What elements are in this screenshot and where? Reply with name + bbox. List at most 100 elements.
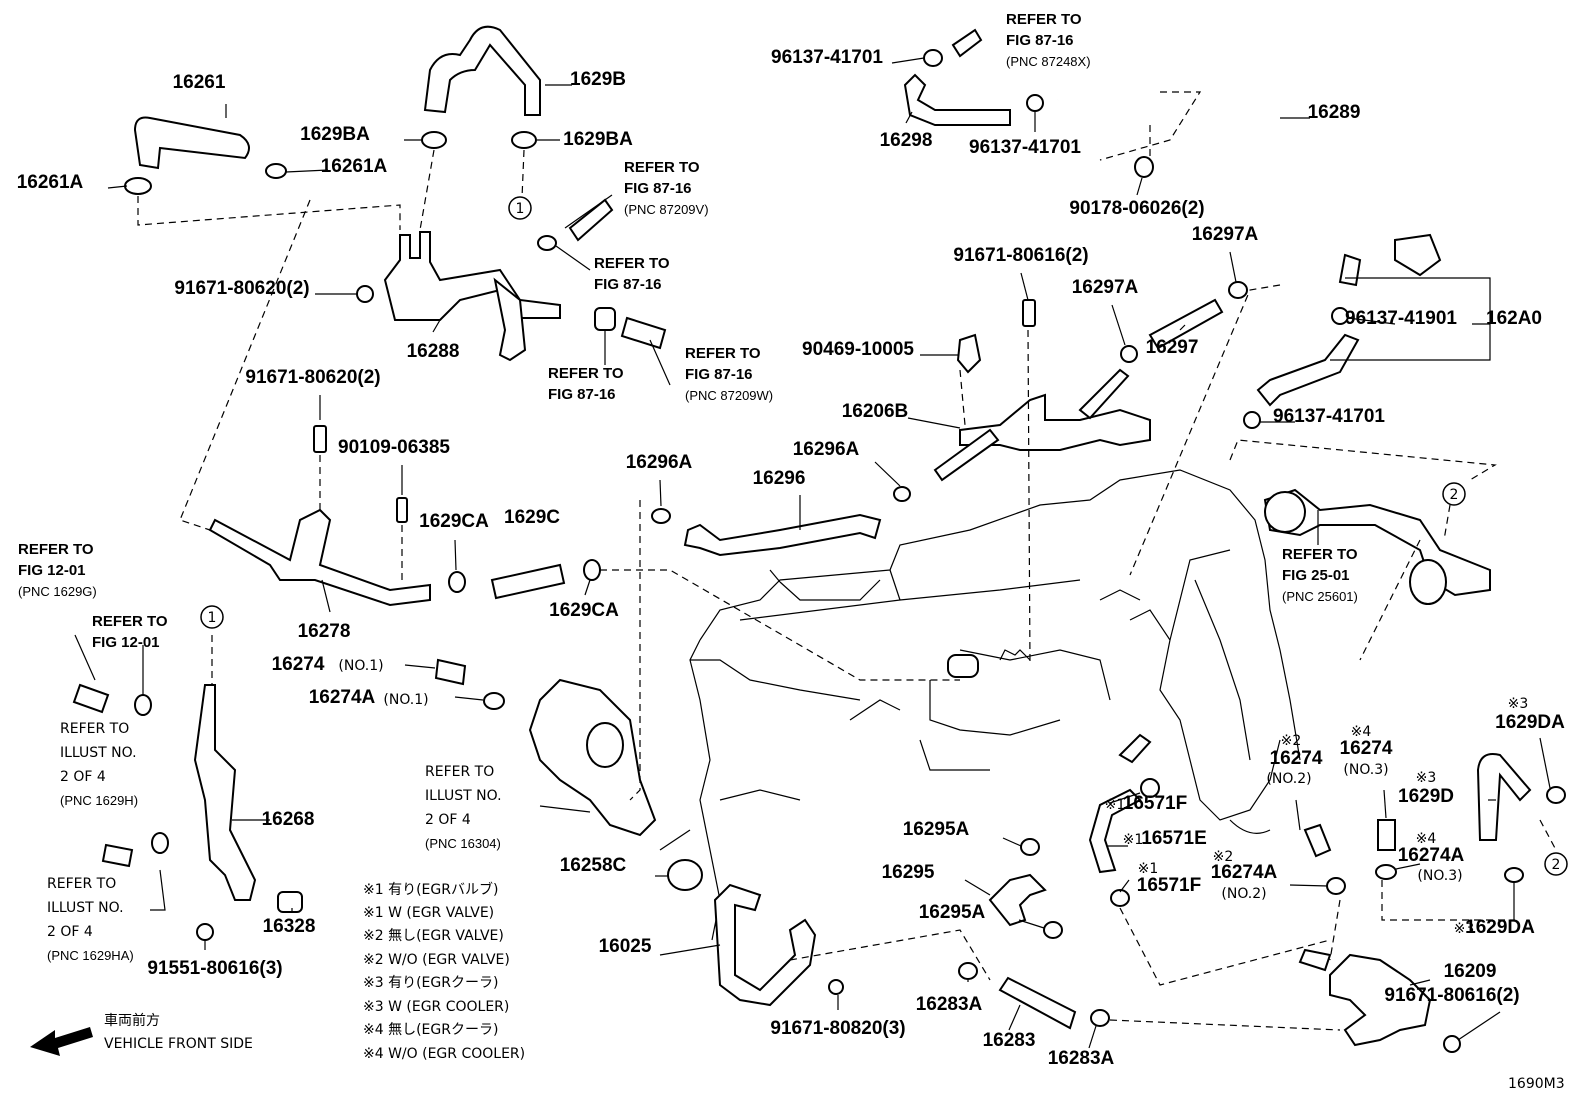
clamp-1629da-top [1546, 786, 1566, 804]
part-label-16025: 16025 [599, 936, 652, 957]
clamp-16571f-bot [1110, 889, 1130, 907]
assembly-16209 [1329, 953, 1432, 1047]
valve-90469-10005 [956, 333, 982, 374]
refer-note-r1-line-2: FIG 87-16 [624, 180, 692, 197]
part-label-16274a: 16274A [1398, 845, 1465, 866]
condition-legend: ※1 有り(EGRバルブ) ※1 W (EGR VALVE) ※2 無し(EGR… [363, 881, 525, 1062]
hose-16274-no3 [1377, 819, 1396, 851]
clamp-16274a-no3 [1375, 864, 1397, 880]
refer-note-r10-line-2: ILLUST NO. [425, 788, 502, 804]
part-label-16289: 16289 [1308, 102, 1361, 123]
clamp-16261a-left [124, 177, 152, 195]
clamp-16283a-right [1090, 1009, 1110, 1027]
part-label-1629da: 1629DA [1495, 712, 1565, 733]
refer-clamp-87-16 [537, 235, 557, 251]
front-side-en: VEHICLE FRONT SIDE [104, 1036, 253, 1052]
bracket-16289 [1394, 233, 1442, 277]
condition-mark-m5: ※2 [1213, 849, 1234, 865]
joint-162a0 [1338, 253, 1362, 287]
part-label-16274: 16274 [272, 654, 325, 675]
bracket-16288 [493, 277, 527, 362]
refer-note-r4-line-3: (PNC 87209W) [685, 388, 773, 403]
bolt-91671-80616-top [1022, 299, 1036, 327]
hose-1629d [1476, 753, 1532, 841]
bolt-90109-06385 [396, 497, 408, 523]
bolt-90178-06026 [1134, 156, 1154, 178]
clamp-1629ca-left [448, 571, 466, 593]
callout-circle-c2 [200, 605, 224, 629]
refer-note-r9-line-2: ILLUST NO. [47, 900, 124, 916]
clamp-16261a-right [265, 163, 287, 179]
part-label-16295a: 16295A [903, 819, 970, 840]
part-label-91671-80620(2): 91671-80620(2) [245, 367, 380, 388]
refer-note-r11-line-2: FIG 25-01 [1282, 567, 1350, 584]
clamp-96137-41701-c [1243, 411, 1261, 429]
clamp-1629da-bot [1504, 867, 1524, 883]
refer-note-r4-line-1: REFER TO [685, 345, 761, 362]
bolt-91671-80620-mid [313, 425, 327, 453]
hose-16297 [1148, 298, 1224, 350]
hose-1629c [490, 563, 566, 600]
refer-note-r3-line-2: FIG 87-16 [548, 386, 616, 403]
part-label-91671-80616(2): 91671-80616(2) [1384, 985, 1519, 1006]
diagram-code: 1690M3 [1508, 1076, 1565, 1092]
pipe-16288 [383, 231, 561, 321]
part-label-1629d: 1629D [1398, 786, 1454, 807]
egr-flange-left [1264, 491, 1306, 533]
refer-note-r9-line-1: REFER TO [47, 876, 116, 892]
part-label-16296a: 16296A [793, 439, 860, 460]
part-label-96137-41701: 96137-41701 [771, 47, 883, 68]
bolt-91551-80616 [196, 923, 214, 941]
hose-16261 [133, 116, 250, 170]
refer-note-r9-line-4: (PNC 1629HA) [47, 948, 134, 963]
pipe-16209-left [1298, 948, 1332, 972]
condition-mark-m6: ※3 [1508, 696, 1529, 712]
part-label-96137-41701: 96137-41701 [1273, 406, 1385, 427]
clip-16328 [277, 891, 303, 913]
part-label-90109-06385: 90109-06385 [338, 437, 450, 458]
legend-line-4: ※2 W/O (EGR VALVE) [363, 952, 510, 968]
callout-number-c1: 1 [516, 201, 525, 217]
refer-note-r6-line-1: REFER TO [18, 541, 94, 558]
clamp-refer-1629h [151, 832, 169, 854]
bolt-91671-80820 [828, 979, 844, 995]
callout-number-c2: 1 [208, 610, 217, 626]
part-label-16328: 16328 [263, 916, 316, 937]
refer-note-r8-line-3: 2 OF 4 [60, 769, 106, 785]
hose-16571e [1088, 788, 1142, 874]
refer-note-r11-line-1: REFER TO [1282, 546, 1358, 563]
part-label-1629ca: 1629CA [549, 600, 619, 621]
part-label-1629ba: 1629BA [300, 124, 370, 145]
refer-pipe-87209v [568, 198, 614, 242]
callout-circle-c3 [1442, 482, 1466, 506]
hose-16298 [903, 73, 1011, 126]
part-label-1629ba: 1629BA [563, 129, 633, 150]
bolt-91671-80620-top [356, 285, 374, 303]
hose-16274-no1 [434, 658, 467, 686]
qualifier-labels: (NO.1)(NO.1)(NO.2)(NO.2)(NO.3)(NO.3) [338, 658, 1462, 902]
condition-mark-m1: ※1 [1105, 797, 1126, 813]
part-label-16296a: 16296A [626, 452, 693, 473]
part-label-16297: 16297 [1146, 337, 1199, 358]
part-label-16261a: 16261A [321, 156, 388, 177]
part-label-16261a: 16261A [17, 172, 84, 193]
refer-note-r4-line-2: FIG 87-16 [685, 366, 753, 383]
hose-16571e-upper [1118, 733, 1152, 764]
clamp-16274a-no2 [1326, 877, 1346, 895]
clamp-16283a-left [958, 962, 978, 980]
legend-line-1: ※1 有り(EGRバルブ) [363, 881, 498, 898]
part-label-1629b: 1629B [570, 69, 626, 90]
bracket-16206b [959, 393, 1151, 451]
refer-pipe-87209w [620, 316, 667, 350]
part-label-16297a: 16297A [1192, 224, 1259, 245]
callout-number-c3: 2 [1450, 487, 1459, 503]
part-label-162a0: 162A0 [1486, 308, 1542, 329]
refer-pipe-1629g [72, 683, 110, 714]
qualifier-q6: (NO.3) [1417, 868, 1462, 884]
part-label-16571f: 16571F [1123, 793, 1187, 814]
part-label-91671-80820(3): 91671-80820(3) [770, 1018, 905, 1039]
legend-line-5: ※3 有り(EGRクーラ) [363, 975, 498, 991]
condition-mark-m8: ※3 [1454, 921, 1475, 937]
clamp-16296a-right [893, 486, 911, 502]
